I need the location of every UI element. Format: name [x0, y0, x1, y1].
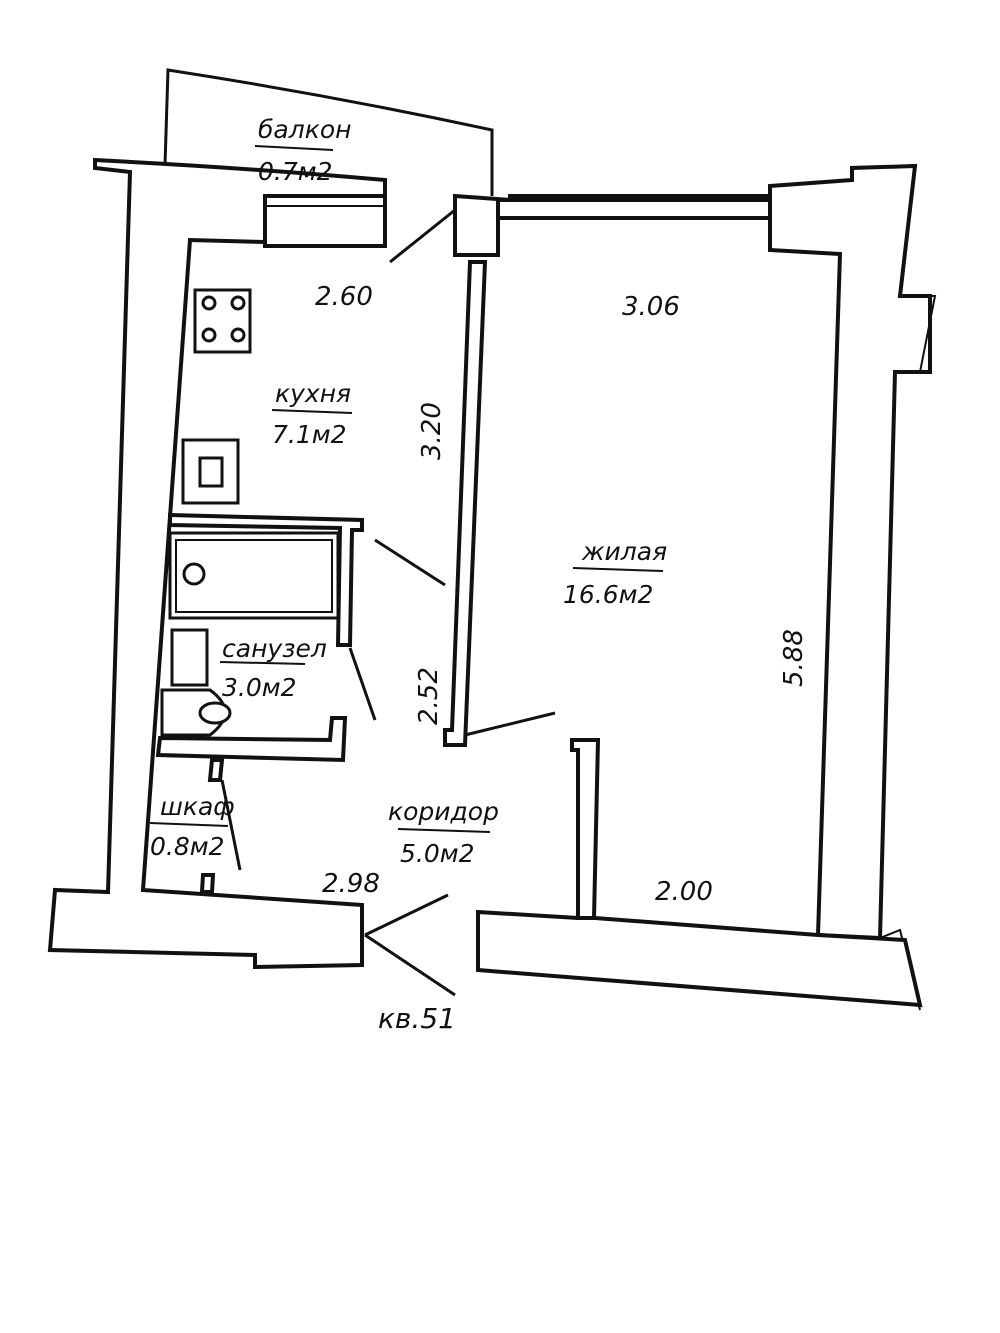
- stove-burner-3: [201, 327, 217, 343]
- wall-right-outer: [453, 163, 932, 941]
- partition-wall: [443, 260, 488, 747]
- kitchen-name: кухня: [275, 379, 351, 408]
- dim-living-bottom: 2.00: [655, 877, 713, 907]
- living-underline: [572, 567, 664, 572]
- door-line-kitchen: [374, 538, 446, 587]
- closet-wall-bottom: [199, 873, 216, 894]
- corridor-area: 5.0м2: [400, 839, 475, 868]
- balcony-outline: [163, 68, 494, 196]
- closet-wall-top: [207, 758, 225, 782]
- dim-kitchen-length: 3.20: [417, 402, 447, 460]
- dim-corridor-width: 2.98: [322, 869, 380, 899]
- balcony-underline: [254, 145, 334, 151]
- bathtub-drain: [182, 562, 206, 586]
- door-line-entry-2: [364, 933, 456, 997]
- bathroom-bottom-wall: [155, 716, 348, 763]
- kitchen-window: [263, 194, 387, 248]
- closet-area: 0.8м2: [150, 832, 225, 861]
- door-line-entry-1: [364, 893, 449, 937]
- bathroom-wall: [168, 512, 364, 647]
- door-line-balcony: [389, 208, 456, 264]
- living-area: 16.6м2: [563, 580, 653, 609]
- stove-burner-2: [230, 295, 246, 311]
- wall-left-outer: [47, 157, 387, 970]
- bathtub-inner: [175, 539, 333, 613]
- closet-underline: [149, 822, 229, 827]
- kitchen-underline: [271, 409, 353, 414]
- corridor-name: коридор: [388, 797, 499, 826]
- bathroom-name: санузел: [222, 634, 327, 663]
- closet-door-line: [220, 779, 242, 871]
- stove-burner-4: [230, 327, 246, 343]
- dim-corridor-length: 2.52: [414, 667, 444, 725]
- closet-name: шкаф: [160, 792, 235, 821]
- balcony-name: балкон: [258, 115, 351, 144]
- dim-kitchen-width: 2.60: [315, 282, 373, 312]
- bathroom-underline: [219, 661, 306, 665]
- stove-burner-1: [201, 295, 217, 311]
- corridor-underline: [397, 828, 491, 833]
- wall-right-notch-top: [919, 295, 937, 373]
- door-line-living: [464, 711, 556, 737]
- kitchen-area: 7.1м2: [272, 420, 347, 449]
- bathroom-area: 3.0м2: [222, 673, 297, 702]
- balcony-area: 0.7м2: [258, 157, 333, 186]
- apartment-number: кв.51: [378, 1002, 456, 1035]
- toilet-bowl: [198, 701, 232, 725]
- bathroom-door-line: [348, 647, 377, 721]
- living-stub-wall: [570, 738, 601, 920]
- living-name: жилая: [581, 537, 667, 566]
- kitchen-sink-basin: [198, 456, 224, 488]
- bathroom-sink: [170, 628, 209, 687]
- dim-living-length: 5.88: [779, 629, 809, 687]
- living-window: [496, 198, 772, 220]
- dim-living-width: 3.06: [622, 292, 680, 322]
